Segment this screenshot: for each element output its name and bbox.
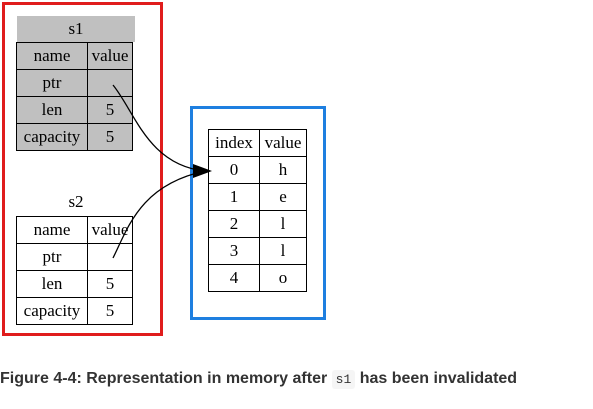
s2-table: name value ptr len 5 capacity 5 <box>16 216 133 325</box>
heap-index-4: 4 <box>208 264 260 292</box>
s2-len-value: 5 <box>87 270 133 298</box>
figure-caption: Figure 4-4: Representation in memory aft… <box>0 370 518 389</box>
s1-table: name value ptr len 5 capacity 5 <box>16 42 133 151</box>
table-row: 4 o <box>208 264 307 292</box>
s2-ptr-arrow <box>112 170 206 259</box>
s2-ptr-name: ptr <box>16 243 88 271</box>
table-row: 0 h <box>208 156 307 184</box>
stack-frame <box>2 2 163 336</box>
s1-header-value: value <box>87 42 133 70</box>
heap-table: index value 0 h 1 e 2 l 3 l 4 o <box>208 129 307 292</box>
s2-title: s2 <box>68 192 84 211</box>
table-row: capacity 5 <box>16 123 133 151</box>
s1-capacity-value: 5 <box>87 123 133 151</box>
heap-frame <box>190 106 326 320</box>
s2-header-value: value <box>87 216 133 244</box>
caption-prefix: Figure 4-4: Representation in memory aft… <box>0 370 332 387</box>
heap-index-1: 1 <box>208 183 260 211</box>
caption-suffix: has been invalidated <box>355 370 518 387</box>
s2-capacity-name: capacity <box>16 297 88 325</box>
s1-ptr-arrow <box>112 84 206 172</box>
table-row: capacity 5 <box>16 297 133 325</box>
s1-ptr-value <box>87 69 133 97</box>
heap-value-4: o <box>259 264 307 292</box>
table-row: len 5 <box>16 270 133 298</box>
arrowhead-icon <box>193 164 212 178</box>
s2-ptr-value <box>87 243 133 271</box>
s2-capacity-value: 5 <box>87 297 133 325</box>
table-row: ptr <box>16 69 133 97</box>
heap-header-value: value <box>259 129 307 157</box>
table-row: name value <box>16 216 133 244</box>
heap-value-0: h <box>259 156 307 184</box>
s1-capacity-name: capacity <box>16 123 88 151</box>
caption-code: s1 <box>331 370 356 389</box>
table-row: ptr <box>16 243 133 271</box>
s1-title: s1 <box>17 16 135 42</box>
